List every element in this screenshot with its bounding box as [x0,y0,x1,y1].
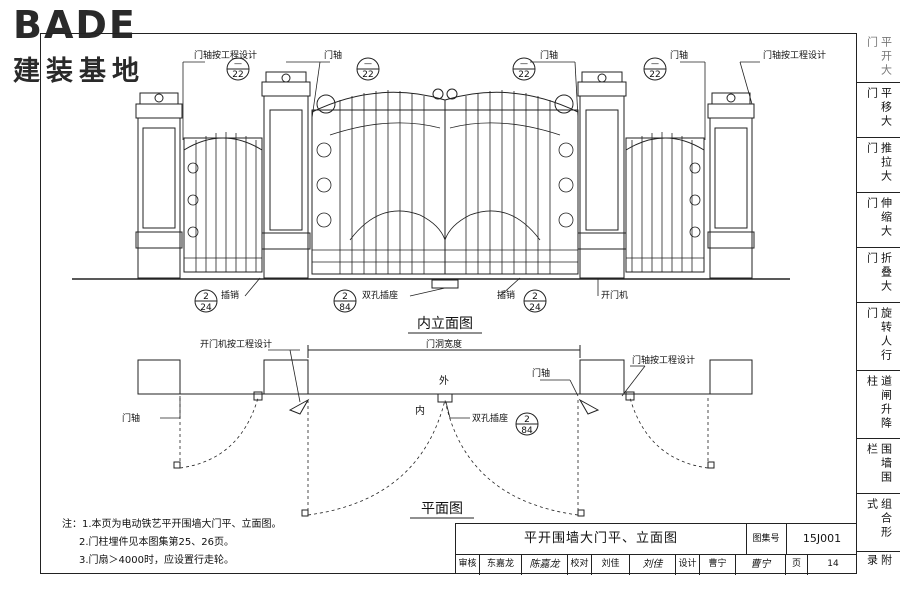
design-name: 曹宁 [700,554,736,575]
drawing-title: 平开围墙大门平、立面图 [456,524,747,554]
atlas-value: 15J001 [802,532,842,545]
sidebar-item-swing-gate[interactable]: 平开大门 [857,33,900,83]
label-pivot-a: 门轴 [324,49,342,61]
sidebar-item-label: 附录 [865,554,893,568]
check-label: 校对 [568,554,592,575]
pillar-inner-right [577,71,627,279]
ref-circles-elev [194,57,667,436]
design-label: 设计 [676,554,700,575]
label-opening-width: 门洞宽度 [426,338,462,350]
ref-r4-bottom: 22 [649,70,660,80]
sidebar: 平开大门 平移大门 推拉大门 伸缩大门 折叠大门 旋转人行门 道闸升降柱 围墙围… [857,33,900,574]
ref-r5-bottom: 24 [200,303,212,313]
label-pivot-c: 门轴 [670,49,688,61]
ref-r2-top: — [364,59,372,68]
ref-r4-top: — [651,59,659,68]
label-opener-eng: 开门机按工程设计 [200,338,272,350]
sidebar-item-fence[interactable]: 围墙围栏 [857,439,900,494]
ref-r8-top: 2 [524,415,530,425]
ref-r3-top: — [520,59,528,68]
sidebar-item-label: 组合形式 [865,498,893,540]
sidebar-item-label: 平开大门 [865,36,893,78]
sidebar-item-combination[interactable]: 组合形式 [857,494,900,552]
review-name: 东嘉龙 [480,554,522,575]
sidebar-item-revolving-door[interactable]: 旋转人行门 [857,303,900,371]
page-value: 14 [827,559,839,569]
sidebar-item-label: 围墙围栏 [865,443,893,485]
label-pivot-eng-left: 门轴按工程设计 [194,49,257,61]
sidebar-item-label: 道闸升降柱 [865,375,893,431]
label-plan-pivot-right: 门轴 [532,367,550,379]
main-gate [311,88,579,275]
sidebar-item-label: 推拉大门 [865,142,893,184]
pillar-outer-left [135,92,183,279]
label-double-socket: 双孔插座 [362,289,398,301]
plan-view [137,345,753,517]
review-label: 审核 [456,554,480,575]
sidebar-item-barrier-bollard[interactable]: 道闸升降柱 [857,371,900,439]
logo: BADE 建装基地 [5,3,185,87]
label-latch-left: 插销 [221,289,239,301]
design-signature: 曹宁 [736,554,786,575]
sidebar-item-label: 旋转人行门 [865,307,893,363]
pillar-outer-right [707,92,755,279]
side-gate-right [625,132,705,273]
ref-r1-top: — [234,59,242,68]
ref-r1-bottom: 22 [232,70,243,80]
sidebar-item-sliding-gate[interactable]: 平移大门 [857,83,900,138]
ref-r5-top: 2 [203,292,209,302]
plan-title: 平面图 [421,501,463,517]
note-2: 2.门柱埋件见本图集第25、26页。 [79,537,234,548]
drawing-frame [40,33,857,574]
check-name: 刘佳 [592,554,630,575]
ref-r7-top: 2 [532,292,538,302]
atlas-label: 图集号 [746,524,787,554]
review-signature: 陈嘉龙 [522,554,568,575]
sidebar-item-appendix[interactable]: 附录 [857,552,900,574]
logo-chinese: 建装基地 [13,56,145,87]
side-gate-left [183,132,263,273]
title-block: 平开围墙大门平、立面图 图集号 15J001 审核 东嘉龙 陈嘉龙 校对 刘佳 … [455,523,857,575]
note-1: 注：1.本页为电动铁艺平开围墙大门平、立面图。 [62,519,282,530]
label-outside: 外 [439,375,449,387]
ref-r8-bottom: 84 [521,426,533,436]
note-3: 3.门扇＞4000时，应设置行走轮。 [79,555,234,566]
sidebar-item-label: 伸缩大门 [865,197,893,239]
ref-r7-bottom: 24 [529,303,541,313]
sidebar-item-retractable-gate[interactable]: 伸缩大门 [857,193,900,248]
sidebar-item-label: 折叠大门 [865,252,893,294]
logo-brand: BADE [13,3,137,47]
label-plan-pivot-left: 门轴 [122,412,140,424]
label-pivot-eng-right: 门轴按工程设计 [763,49,826,61]
notes: 注：1.本页为电动铁艺平开围墙大门平、立面图。 2.门柱埋件见本图集第25、26… [62,516,282,570]
elevation-title: 内立面图 [417,316,473,332]
ref-r3-bottom: 22 [518,70,529,80]
label-opener: 开门机 [601,289,628,301]
sidebar-item-label: 平移大门 [865,87,893,129]
label-pivot-b: 门轴 [540,49,558,61]
label-latch-right: 插销 [497,289,515,301]
sidebar-item-push-pull-gate[interactable]: 推拉大门 [857,138,900,193]
ref-r6-top: 2 [342,292,348,302]
ref-r2-bottom: 22 [362,70,373,80]
sidebar-item-folding-gate[interactable]: 折叠大门 [857,248,900,303]
label-plan-double-socket: 双孔插座 [472,412,508,424]
label-inside: 内 [415,404,425,417]
page-label: 页 [786,554,808,575]
double-socket-box [431,279,459,289]
check-signature: 刘佳 [630,554,676,575]
ref-r6-bottom: 84 [339,303,351,313]
label-plan-pivot-eng: 门轴按工程设计 [632,354,695,366]
pillar-inner-left [261,71,311,279]
